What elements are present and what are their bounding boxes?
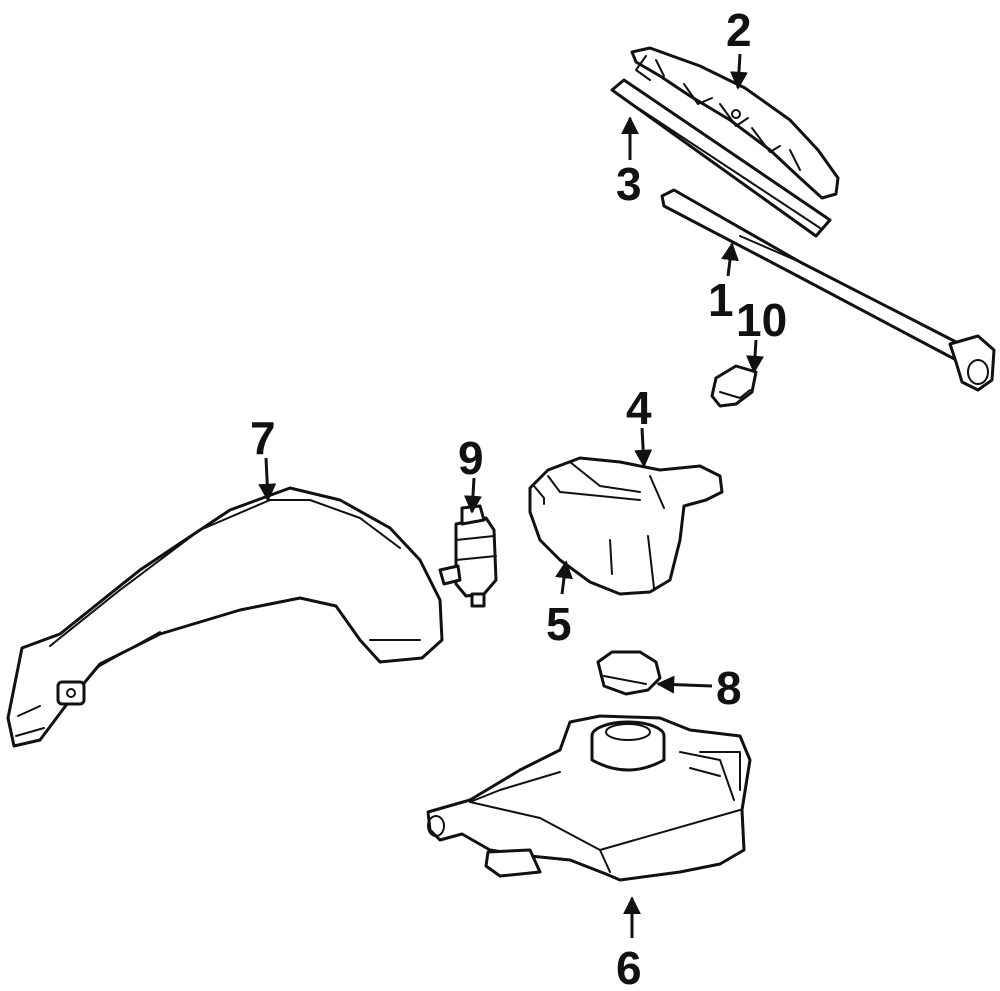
callout-2: 2 xyxy=(726,4,752,56)
wiper-blade-insert xyxy=(610,78,832,238)
washer-pump xyxy=(438,504,498,608)
leader-4 xyxy=(634,427,653,468)
wiper-arm-cap xyxy=(710,364,758,408)
washer-reservoir-upper xyxy=(528,456,724,596)
callout-10: 10 xyxy=(736,294,787,346)
leader-10 xyxy=(746,339,764,374)
callout-labels: 1 2 3 4 5 6 7 8 9 10 xyxy=(250,4,787,991)
leader-9 xyxy=(463,477,482,514)
wiper-blade-frame xyxy=(630,46,840,200)
leader-lines xyxy=(258,53,764,938)
washer-tank xyxy=(426,714,752,882)
leader-8 xyxy=(656,675,713,694)
callout-4: 4 xyxy=(626,382,652,434)
reservoir-cap xyxy=(596,650,662,696)
leader-1 xyxy=(721,242,739,277)
leader-7 xyxy=(258,457,277,502)
callout-9: 9 xyxy=(458,432,484,484)
filler-neck-hose xyxy=(6,486,444,748)
callout-3: 3 xyxy=(616,158,642,210)
callout-8: 8 xyxy=(716,662,742,714)
callout-7: 7 xyxy=(250,412,276,464)
leader-5 xyxy=(555,560,573,595)
leader-2 xyxy=(729,53,748,90)
callout-1: 1 xyxy=(708,274,734,326)
callout-6: 6 xyxy=(616,942,642,991)
callout-5: 5 xyxy=(546,598,572,650)
wiper-arm xyxy=(660,188,996,392)
